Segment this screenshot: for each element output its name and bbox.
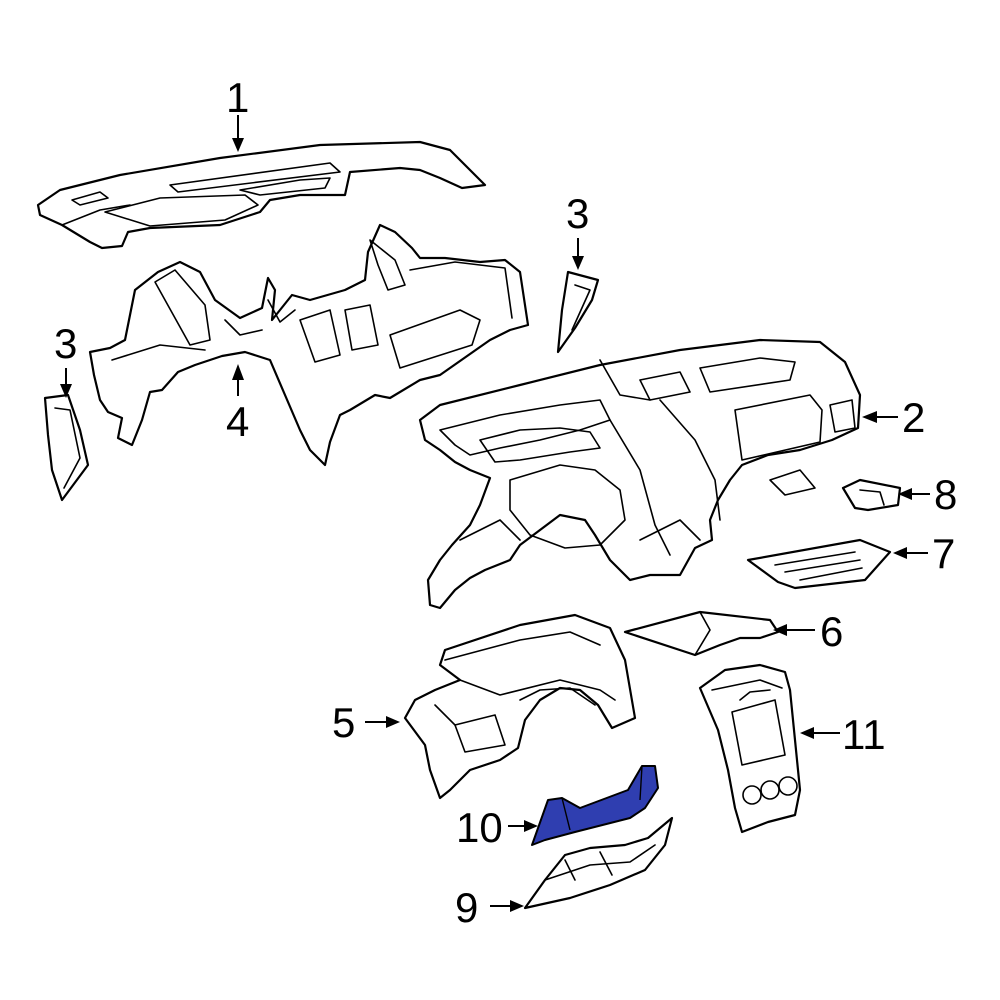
part-11-center-bezel[interactable]: [698, 663, 802, 834]
callout-2-label: 2: [902, 394, 925, 441]
part-10-highlighted-bracket[interactable]: [531, 765, 659, 846]
part-2-instrument-panel[interactable]: [418, 338, 862, 610]
callout-4-label: 4: [226, 398, 249, 445]
part-6-cover-plate[interactable]: [623, 610, 780, 657]
callout-11-label: 11: [842, 711, 886, 758]
part-7-trim-panel[interactable]: [746, 538, 892, 590]
callout-1-leader: [232, 115, 244, 152]
callout-9-leader: [490, 900, 524, 912]
callout-5-label: 5: [332, 699, 355, 746]
callout-3-right-label: 3: [566, 190, 589, 237]
part-3-right-end-cap[interactable]: [556, 270, 600, 354]
callout-8-label: 8: [934, 471, 957, 518]
callout-7-leader: [893, 547, 928, 559]
part-3-left-end-cap[interactable]: [43, 393, 90, 502]
callout-3-left-leader: [60, 368, 72, 398]
callout-3-right-leader: [572, 238, 584, 270]
callout-6-leader: [773, 624, 815, 636]
callout-10-label: 10: [456, 804, 503, 851]
part-9-lower-panel[interactable]: [523, 816, 674, 910]
callout-9-label: 9: [455, 884, 478, 931]
callout-1-label: 1: [226, 74, 249, 121]
callout-5-leader: [365, 716, 400, 728]
callout-11-leader: [800, 727, 840, 739]
callout-2-leader: [862, 411, 898, 423]
callout-10-leader: [508, 820, 538, 832]
callout-8-leader: [898, 488, 930, 500]
part-8-bracket[interactable]: [841, 478, 902, 512]
callout-7-label: 7: [932, 530, 955, 577]
callout-4-leader: [232, 364, 244, 396]
part-5-cluster-bezel[interactable]: [403, 613, 637, 800]
part-1-upper-trim-cover[interactable]: [36, 140, 487, 250]
callout-3-left-label: 3: [54, 320, 77, 367]
part-4-panel-support-structure[interactable]: [88, 223, 530, 467]
callout-6-label: 6: [820, 608, 843, 655]
